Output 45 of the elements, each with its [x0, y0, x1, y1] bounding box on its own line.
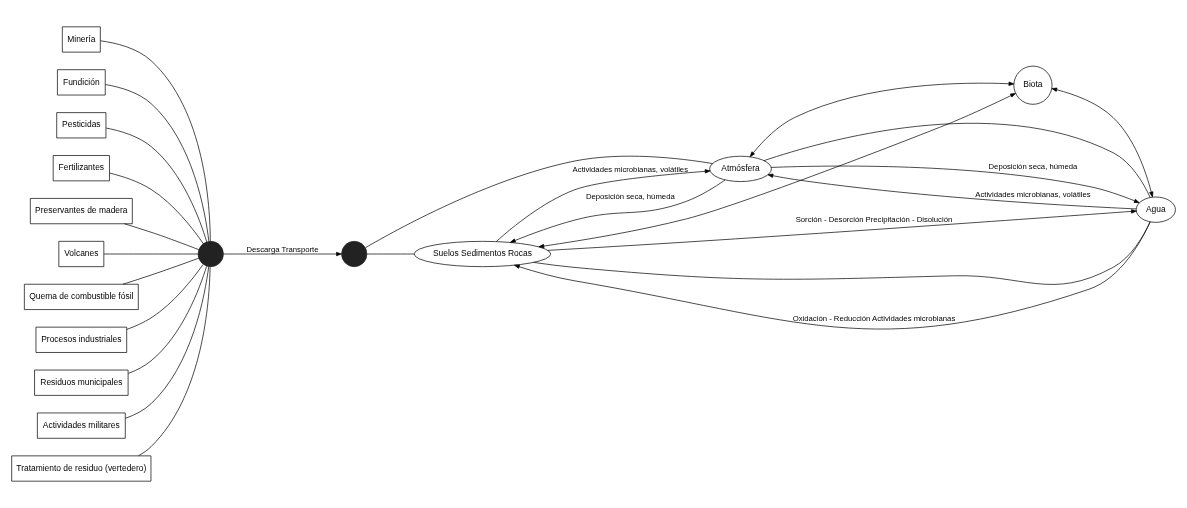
- node-box: Procesos industriales: [35, 326, 128, 353]
- connector: [100, 40, 211, 242]
- arrow: [749, 81, 1015, 157]
- connector: [138, 266, 211, 457]
- node-circle: Biota: [1013, 65, 1053, 105]
- arrow: [1051, 87, 1154, 198]
- arrow: [547, 209, 1137, 251]
- edge-label: Actividades microbianas, volátiles: [572, 164, 689, 174]
- connector: [125, 266, 210, 419]
- arrow: [514, 221, 1151, 330]
- arrow: [510, 179, 726, 243]
- edge-label: Oxidación - Reducción Actividades microbianas: [792, 313, 956, 323]
- edge-label: Actividades microbianas, volátiles: [975, 189, 1091, 199]
- node-box: Quema de combustible fósil: [24, 283, 139, 310]
- connector: [109, 172, 204, 244]
- connector: [122, 257, 200, 285]
- node-box: Tratamiento de residuo (vertedero): [11, 455, 152, 482]
- arrow: [767, 173, 1137, 210]
- node-box: Fertilizantes: [52, 155, 110, 182]
- node-circle: [197, 241, 224, 267]
- edge-label: Deposición seca, húmeda: [585, 192, 675, 201]
- arrow: [770, 165, 1140, 204]
- connector: [105, 127, 208, 243]
- connector: [103, 253, 199, 255]
- connector: [365, 155, 713, 249]
- connector: [105, 84, 210, 242]
- arrow: [538, 93, 1016, 249]
- connector: [366, 253, 415, 255]
- node-box: Residuos municipales: [34, 369, 129, 396]
- node-box: Pesticidas: [56, 112, 107, 139]
- edge-label: Descarga Transporte: [246, 244, 319, 254]
- connector: [124, 223, 199, 250]
- node-box: Minería: [62, 26, 101, 53]
- arrow: [223, 251, 342, 257]
- node-circle: [341, 241, 368, 267]
- connector: [126, 264, 204, 330]
- connector: [763, 123, 1151, 198]
- node-box: Fundición: [57, 69, 106, 96]
- node-box: Preservantes de madera: [30, 198, 133, 225]
- edge-label: Sorción - Desorción Precipitación - Disolución: [795, 215, 953, 225]
- node-box: Volcanes: [58, 241, 105, 267]
- edge-label: Deposición seca, húmeda: [988, 162, 1078, 172]
- arrow: [496, 169, 711, 242]
- connector: [127, 265, 207, 374]
- node-box: Actividades militares: [37, 412, 126, 439]
